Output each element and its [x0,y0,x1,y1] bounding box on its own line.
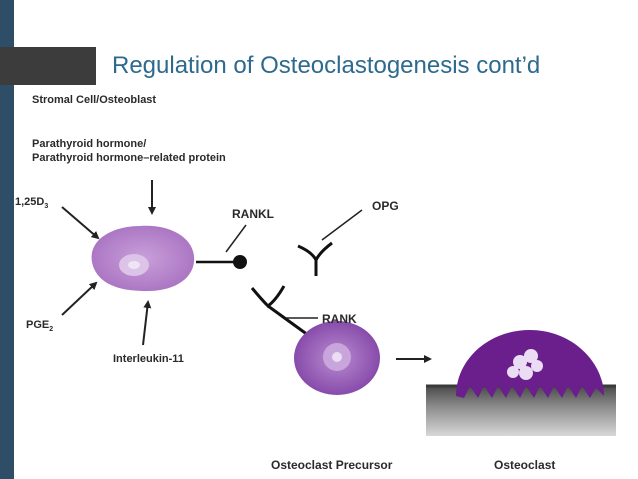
precursor-nucleus-center [332,352,342,362]
opg-receptor [297,241,333,264]
rankl-label: RANKL [232,207,274,221]
vitamin-d-label: 1,25D3 [15,196,49,211]
osteoclast-precursor-label: Osteoclast Precursor [271,458,393,472]
stromal-nucleus-center [128,261,140,269]
osteoclast-nuclei [507,349,543,380]
rankl-ligand [233,255,247,269]
interleukin-11-label: Interleukin-11 [113,353,184,365]
osteoclast-cell [456,330,604,398]
opg-pointer [321,209,363,241]
rank-stalk [267,304,309,337]
title-accent-tab [0,47,96,85]
pge2-label: PGE2 [26,319,54,334]
opg-label: OPG [372,199,399,213]
stromal-cell-heading: Stromal Cell/Osteoblast [32,94,157,106]
bone-surface [426,386,616,436]
vitd-arrow [61,206,100,240]
osteoclast-label: Osteoclast [494,458,556,472]
pth-label-line2: Parathyroid hormone–related protein [32,152,226,164]
slide-title: Regulation of Osteoclastogenesis cont’d [112,52,541,79]
rank-label: RANK [322,312,357,326]
il11-arrow [142,300,152,346]
pge-arrow [61,281,98,316]
slide-side-bar [0,0,14,479]
rankl-pointer [225,224,247,253]
pth-label-line1: Parathyroid hormone/ [32,138,147,150]
rank-receptor [250,285,286,308]
